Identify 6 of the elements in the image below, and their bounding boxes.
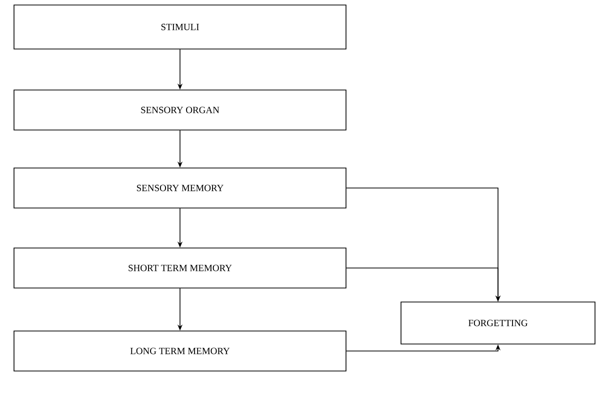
process-box: SENSORY ORGAN [14,90,346,130]
process-box: SENSORY MEMORY [14,168,346,208]
process-box: STIMULI [14,4,346,50]
process-box: SHORT TERM MEMORY [14,248,346,288]
process-box: FORGETTING [400,302,596,344]
process-box: LONG TERM MEMORY [14,330,346,372]
